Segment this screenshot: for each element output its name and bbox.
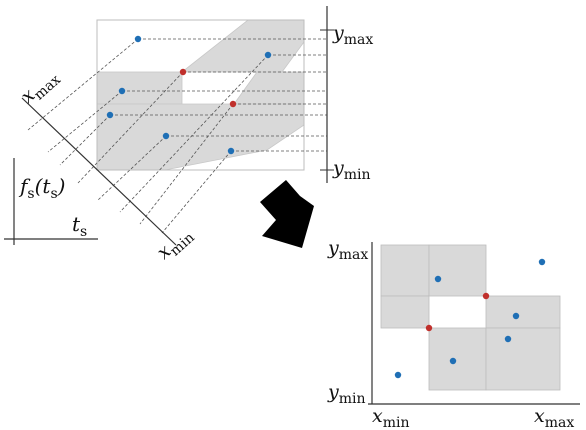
bottom-region <box>428 244 487 297</box>
bottom-region <box>380 295 430 329</box>
bottom-point-red <box>425 324 433 332</box>
bottom-region <box>380 244 430 297</box>
bottom-point-blue <box>449 357 457 365</box>
top-point-blue <box>227 147 235 155</box>
top-horizontal-guides <box>110 38 327 152</box>
bottom-xmax-label: xmax <box>534 405 574 430</box>
bottom-ymax-label: ymax <box>327 237 368 263</box>
bottom-point-blue <box>434 275 442 283</box>
top-ymax-label: ymax <box>332 22 373 48</box>
diag-xmax-label: xmax <box>17 64 64 110</box>
top-point-blue <box>134 35 142 43</box>
bottom-xmin-label: xmin <box>372 405 410 430</box>
top-point-blue <box>106 111 114 119</box>
top-panel: ymax ymin xmax xmin <box>17 6 373 264</box>
top-point-blue <box>162 132 170 140</box>
bottom-panel: ymax ymin xmin xmax <box>327 237 580 430</box>
bottom-point-blue <box>394 371 402 379</box>
bottom-ymin-label: ymin <box>327 381 366 407</box>
time-series-axes: fs(ts) ts <box>4 158 98 245</box>
top-diagonal-guides <box>27 38 269 234</box>
bottom-region <box>485 295 561 329</box>
top-point-blue <box>118 87 126 95</box>
top-point-red <box>229 100 237 108</box>
bottom-point-blue <box>504 335 512 343</box>
bottom-region <box>485 327 561 391</box>
top-point-red <box>179 68 187 76</box>
fs-of-ts-label: fs(ts) <box>18 174 65 202</box>
ts-label: ts <box>72 212 87 240</box>
top-point-blue <box>264 51 272 59</box>
top-diagonal-x-axis <box>21 97 177 246</box>
transform-arrow-icon <box>260 180 314 248</box>
bottom-point-red <box>482 292 490 300</box>
top-region-middle <box>96 71 183 105</box>
top-frame-overlay <box>96 19 305 171</box>
bottom-point-blue <box>512 312 520 320</box>
bottom-region <box>428 327 487 391</box>
top-ymin-label: ymin <box>332 157 371 183</box>
bottom-point-blue <box>538 258 546 266</box>
